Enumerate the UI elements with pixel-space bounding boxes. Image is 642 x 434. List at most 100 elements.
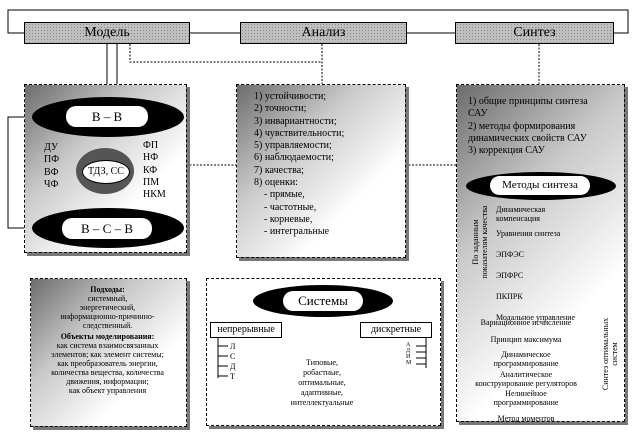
top-oval-label: В – В	[66, 106, 148, 127]
systems-title: Системы	[283, 291, 363, 311]
optimal-methods-list: Вариационное исчисление Принцип максимум…	[460, 318, 592, 423]
synthesis-item: динамических свойств САУ	[468, 132, 587, 144]
synthesis-item: САУ	[468, 108, 488, 120]
analysis-subitem: - интегральные	[264, 226, 330, 238]
analysis-item: 4) чувствительности;	[254, 127, 345, 139]
analysis-subitem: - частотные,	[264, 201, 317, 213]
optimal-method: Нелинейное	[505, 389, 547, 398]
label-pf: ПФ	[44, 154, 60, 166]
objects-title: Объекты моделирования:	[60, 332, 155, 341]
analysis-panel	[236, 84, 406, 258]
method-item: Динамическая	[496, 205, 546, 214]
continuous-letters: Л С Д Т	[230, 342, 235, 382]
analysis-subitem: - прямые,	[264, 189, 305, 201]
synthesis-item: 1) общие принципы синтеза	[468, 96, 588, 107]
disc-letter: М	[406, 360, 412, 366]
method-item: ПКПРК	[496, 292, 523, 301]
model-left-labels: ДУ ПФ ВФ ЧФ	[44, 142, 59, 191]
methods-title: Методы синтеза	[490, 176, 590, 195]
continuous-tree	[217, 338, 228, 378]
system-type: оптимальные,	[298, 378, 346, 387]
optimal-method: конструирование регуляторов	[475, 379, 577, 388]
cont-letter: Д	[230, 362, 236, 371]
side-label-line: показателям качества	[480, 205, 489, 279]
method-item: Уравнения синтеза	[496, 229, 561, 238]
approach-line: информационно-причинно-	[60, 312, 155, 321]
model-right-labels: ФП НФ КФ ПМ НКМ	[143, 140, 166, 201]
object-line: как объект управления	[68, 386, 147, 395]
cont-letter: Т	[230, 372, 235, 381]
optimal-method: Аналитическое	[499, 370, 553, 379]
method-item: ЭПФРС	[496, 271, 524, 280]
discrete-tree	[416, 338, 427, 368]
analysis-item: 3) инвариантности;	[254, 115, 337, 127]
analysis-list: 1) устойчивости; 2) точности; 3) инвариа…	[254, 91, 344, 239]
analysis-item: 1) устойчивости;	[254, 91, 327, 102]
synthesis-item: 2) методы формирования	[468, 120, 576, 132]
optimal-method: программирование	[493, 359, 559, 368]
cont-letter: С	[230, 352, 236, 361]
object-line: элементов; как элемент системы;	[51, 350, 164, 359]
disc-letter: И	[406, 354, 411, 360]
analysis-item: 5) управляемости;	[254, 140, 332, 152]
system-type: робастные,	[303, 368, 341, 377]
method-item: Модальное управление	[496, 313, 576, 322]
object-line: количества вещества, количества	[51, 368, 164, 377]
approach-line: системный,	[87, 294, 128, 303]
disc-letter: Д	[406, 348, 411, 354]
system-type: Типовые,	[306, 358, 338, 367]
analysis-item: 6) наблюдаемости;	[254, 152, 334, 164]
optimal-systems-label: Синтез оптимальных систем	[601, 306, 619, 402]
optimal-method: программирование	[493, 398, 559, 407]
optimal-method: Принцип максимума	[490, 335, 562, 344]
system-types: Типовые, робастные, оптимальные, адаптив…	[262, 358, 382, 408]
label-fp: ФП	[143, 140, 159, 151]
label-nf: НФ	[143, 152, 159, 164]
optimal-method: Метод моментов	[497, 414, 555, 423]
analysis-header: Анализ	[240, 22, 407, 44]
analysis-header-label: Анализ	[301, 25, 346, 40]
cont-letter: Л	[230, 342, 236, 351]
object-line: движения, информации;	[66, 377, 149, 386]
synthesis-list: 1) общие принципы синтеза САУ 2) методы …	[468, 96, 588, 157]
discrete-letters: А Д И М	[406, 342, 411, 366]
system-type: адаптивные,	[300, 388, 344, 397]
analysis-item: 2) точности;	[254, 103, 307, 115]
synthesis-header-label: Синтез	[513, 25, 556, 40]
object-line: как преобразователь энергии,	[57, 359, 158, 368]
analysis-subitem: - корневые,	[264, 213, 313, 225]
label-kf: КФ	[143, 164, 158, 176]
label-vf: ВФ	[44, 166, 59, 178]
approach-line: следственный.	[82, 321, 133, 330]
optimal-method: Динамическое	[501, 350, 551, 359]
optimal-label-line: систем	[610, 342, 619, 366]
discrete-box: дискретные	[360, 322, 432, 338]
object-line: как система взаимосвязанных	[56, 341, 159, 350]
approaches-text: Подходы: системный, энергетический, инфо…	[30, 285, 185, 395]
side-label-line: По заданным	[471, 219, 480, 265]
synthesis-header: Синтез	[455, 22, 614, 44]
analysis-item: 8) оценки:	[254, 177, 298, 189]
model-header: Модель	[24, 22, 190, 44]
center-label: ТДЗ, СС	[82, 160, 130, 184]
methods-list: Динамическая компенсация Уравнения синте…	[496, 205, 575, 322]
system-type: интеллектуальные	[290, 398, 354, 407]
disc-letter: А	[406, 342, 411, 348]
synthesis-panel	[456, 84, 625, 422]
label-du: ДУ	[44, 142, 59, 153]
synthesis-item: 3) коррекция САУ	[468, 145, 545, 157]
approaches-title: Подходы:	[90, 285, 125, 294]
method-item: ЭПФЭС	[496, 250, 524, 259]
model-header-label: Модель	[84, 25, 130, 40]
approaches-panel	[30, 278, 187, 427]
method-item: компенсация	[496, 214, 540, 223]
label-nkm: НКМ	[143, 189, 166, 201]
bottom-oval-label: В – С – В	[62, 218, 152, 239]
continuous-box: непрерывные	[210, 322, 282, 338]
side-label: По заданным показателям качества	[471, 202, 489, 282]
approach-line: энергетический,	[79, 303, 136, 312]
optimal-method: Вариационное исчисление	[480, 318, 572, 327]
label-pm: ПМ	[143, 176, 160, 188]
analysis-item: 7) качества;	[254, 164, 304, 176]
optimal-label-line: Синтез оптимальных	[601, 317, 610, 391]
